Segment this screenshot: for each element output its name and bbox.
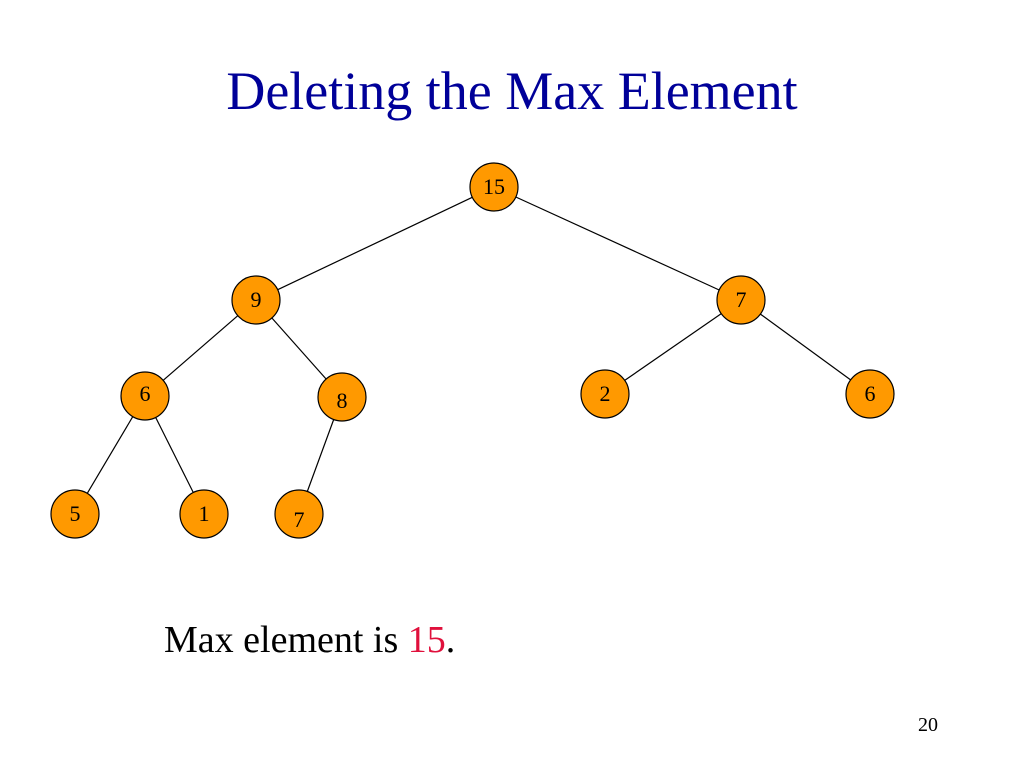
tree-node-label: 6 — [140, 381, 151, 406]
tree-node-7: 7 — [274, 489, 324, 539]
tree-node-2: 2 — [580, 369, 630, 419]
caption-max-value: 15 — [407, 619, 446, 661]
tree-node-label: 7 — [736, 287, 747, 312]
slide-title: Deleting the Max Element — [226, 61, 798, 121]
tree-node-9: 9 — [231, 275, 281, 325]
tree-node-circle — [469, 162, 519, 212]
tree-node-circle — [231, 275, 281, 325]
tree-node-label: 9 — [251, 287, 262, 312]
tree-edge-6-1 — [155, 417, 194, 493]
tree-node-circle — [580, 369, 630, 419]
tree-node-15: 15 — [469, 162, 519, 212]
tree-edges — [86, 196, 851, 494]
tree-node-circle — [317, 372, 367, 422]
tree-node-circle — [845, 369, 895, 419]
tree-edge-7-6 — [760, 313, 851, 381]
tree-node-label: 2 — [600, 381, 611, 406]
tree-node-label: 6 — [865, 381, 876, 406]
tree-edge-8-7 — [306, 419, 335, 492]
tree-node-label: 8 — [337, 388, 348, 413]
tree-node-5: 5 — [50, 489, 100, 539]
tree-edge-9-8 — [271, 317, 327, 380]
tree-node-label: 1 — [199, 501, 210, 526]
tree-node-circle — [50, 489, 100, 539]
tree-node-1: 1 — [179, 489, 229, 539]
tree-node-circle — [716, 275, 766, 325]
caption-prefix: Max element is — [164, 619, 408, 661]
tree-node-8: 8 — [317, 372, 367, 422]
slide-number: 20 — [918, 714, 938, 736]
tree-node-6: 6 — [845, 369, 895, 419]
tree-edge-6-5 — [86, 416, 134, 494]
tree-node-label: 7 — [294, 507, 305, 532]
tree-node-label: 15 — [483, 174, 505, 199]
tree-edge-15-7 — [515, 196, 720, 291]
tree-node-label: 5 — [70, 501, 81, 526]
caption-suffix: . — [445, 619, 456, 661]
tree-edge-7-2 — [624, 313, 722, 381]
tree-node-circle — [274, 489, 324, 539]
max-element-caption: Max element is 15. — [164, 614, 455, 666]
tree-node-6: 6 — [120, 371, 170, 421]
tree-edge-15-9 — [277, 196, 473, 291]
tree-edge-9-6 — [162, 315, 239, 381]
tree-node-circle — [120, 371, 170, 421]
tree-node-circle — [179, 489, 229, 539]
tree-nodes: 15 9 7 6 8 2 6 5 1 7 — [50, 162, 895, 539]
tree-node-7: 7 — [716, 275, 766, 325]
